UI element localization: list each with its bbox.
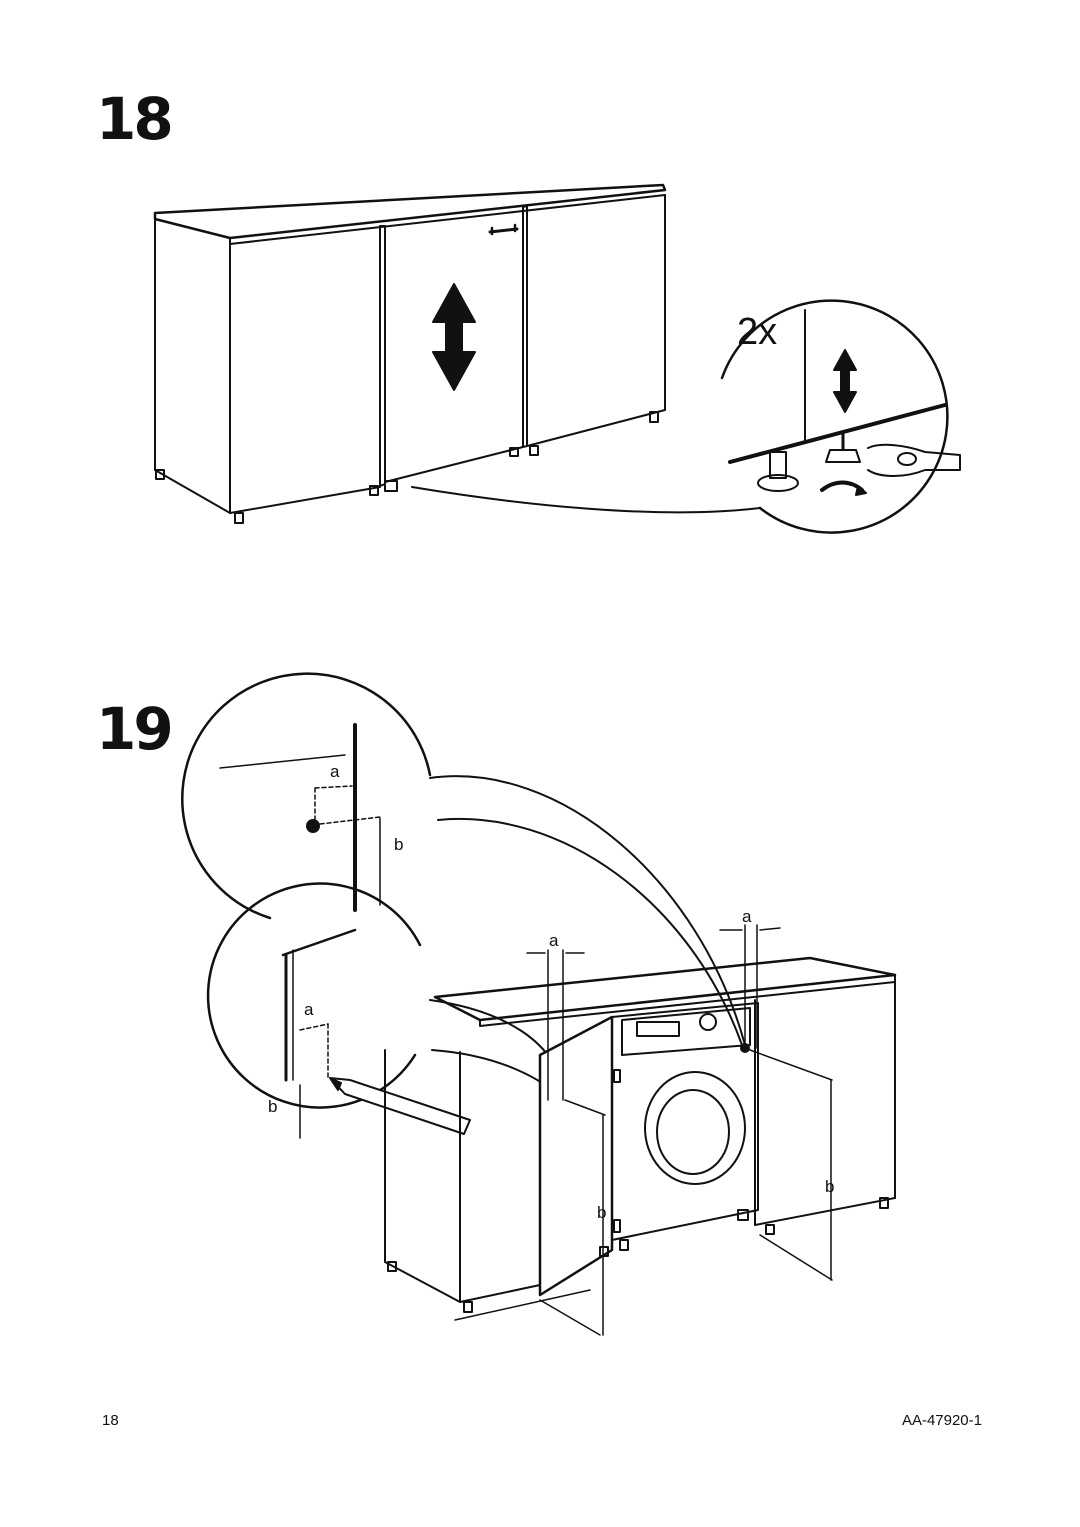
- washer-cabinet-illustration: [384, 956, 897, 1313]
- label-b-top-circle: b: [394, 835, 403, 854]
- document-id: AA-47920-1: [901, 1412, 982, 1429]
- label-b-door: b: [597, 1203, 606, 1222]
- step-18-number: 18: [96, 85, 174, 153]
- up-down-arrow-icon: [432, 283, 476, 391]
- rotate-arrow-icon: [820, 480, 867, 496]
- mark-position-detail: [181, 672, 432, 920]
- label-a-bottom-circle: a: [304, 1000, 314, 1019]
- label-a-machine: a: [742, 907, 752, 926]
- label-a-top-circle: a: [330, 762, 340, 781]
- label-a-door: a: [549, 931, 559, 950]
- pencil-marking-detail: [206, 882, 471, 1139]
- cabinet-row-illustration: [153, 183, 667, 524]
- page-number: 18: [102, 1412, 119, 1429]
- leg-adjust-detail: [720, 299, 961, 534]
- label-b-bottom-circle: b: [268, 1097, 277, 1116]
- label-b-machine: b: [825, 1177, 834, 1196]
- pencil-icon: [329, 1077, 471, 1135]
- wrench-icon: [867, 443, 961, 477]
- step-19-number: 19: [96, 695, 174, 763]
- dimension-lines: [454, 924, 833, 1336]
- multiplier-label: 2x: [737, 311, 777, 353]
